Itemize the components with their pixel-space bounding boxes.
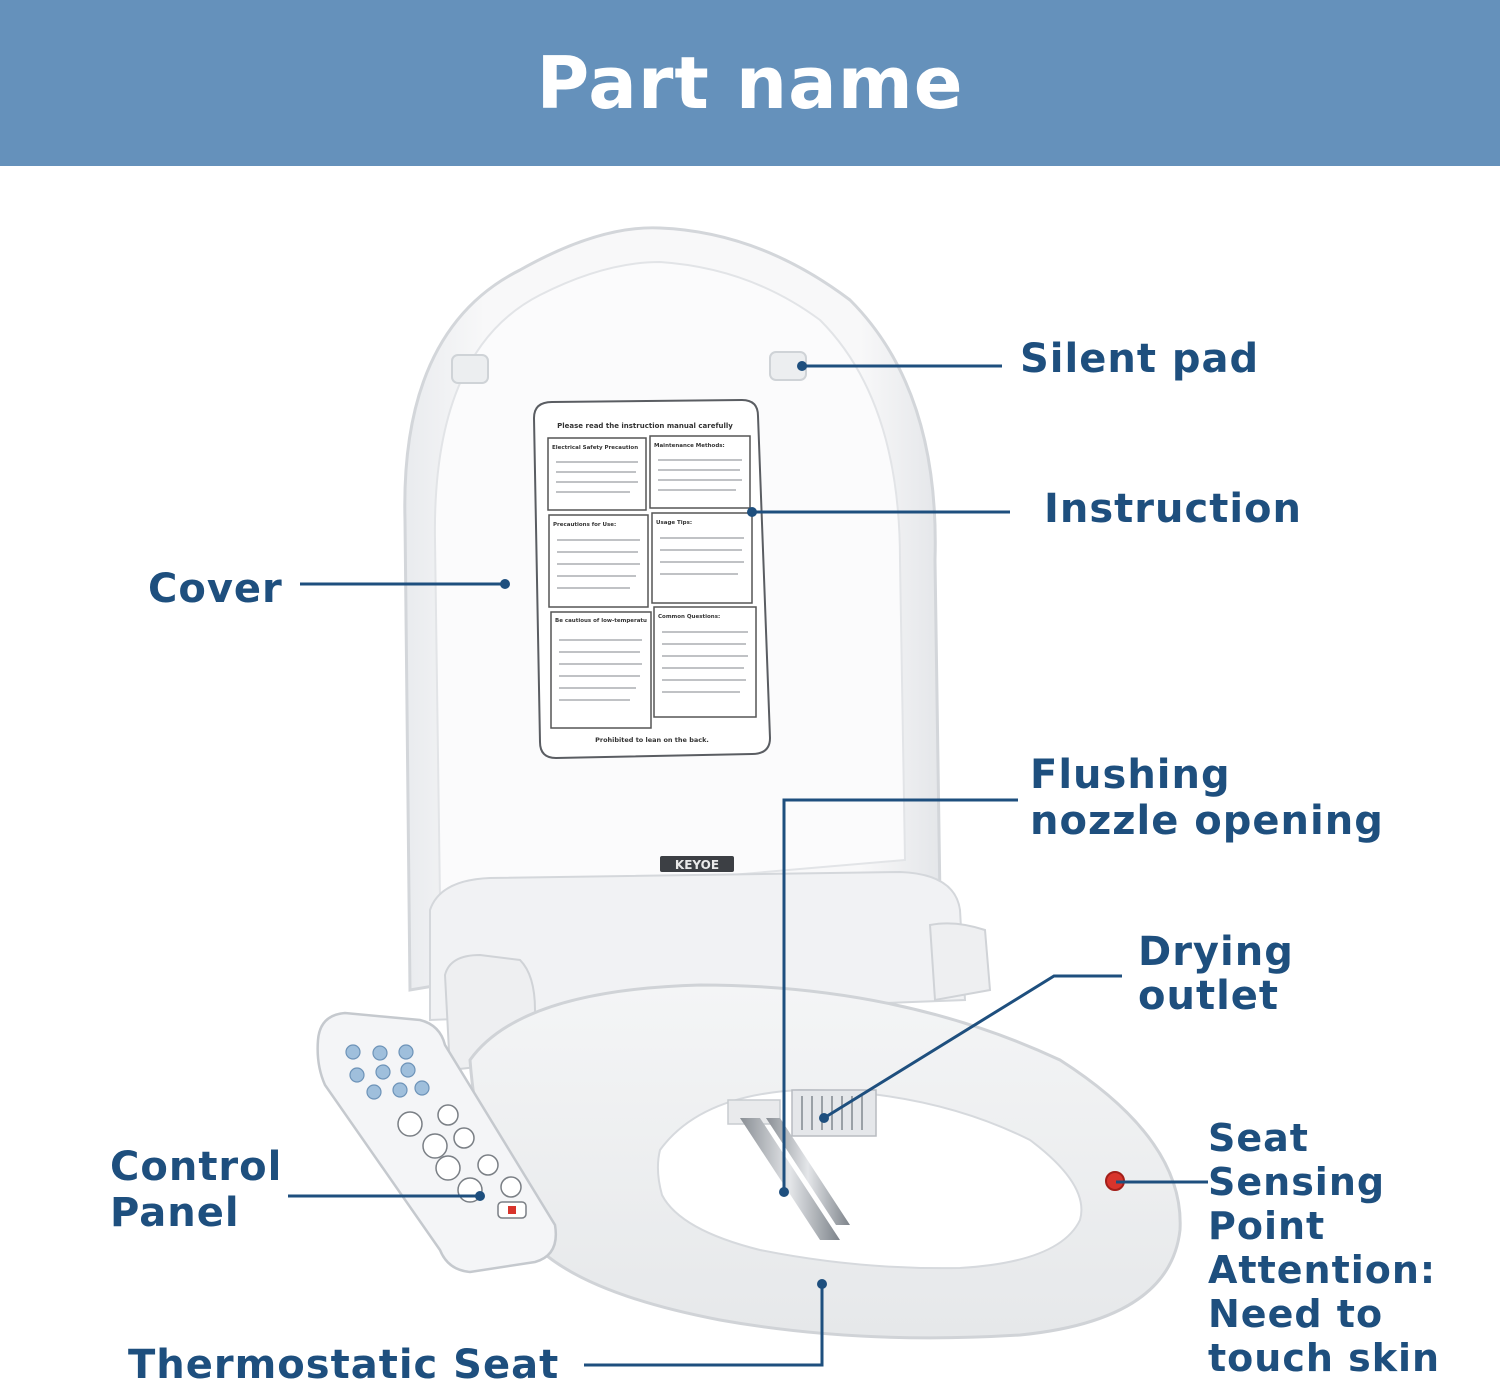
sticker-section-heading: Precautions for Use: [553,522,616,528]
sticker-section-heading: Be cautious of low-temperatu [555,618,647,624]
label-silent-pad: Silent pad [1020,336,1260,382]
brand-plate [660,856,734,872]
sticker-section-heading: Usage Tips: [656,520,692,526]
leader-thermostatic [584,1284,824,1367]
leader-lines [288,364,1208,1367]
label-thermostatic-seat: Thermostatic Seat [128,1342,560,1388]
header-banner: Part name [0,0,1500,166]
nozzle-arm-2 [766,1118,850,1225]
sticker-footer: Prohibited to lean on the back. [595,736,709,744]
leader-drying [823,974,1122,1120]
page-title: Part name [536,41,964,125]
leader-flushing [782,798,1018,1192]
label-seat-sensing-point: Seat Sensing Point Attention: Need to to… [1208,1116,1441,1380]
hinge-right [928,922,992,1002]
sticker-heading: Please read the instruction manual caref… [557,422,733,430]
silent-pad-left [451,354,489,384]
sticker-section-heading: Maintenance Methods: [654,443,725,449]
sticker-section-heading: Common Questions: [658,614,720,620]
leader-dots [475,361,829,1289]
label-drying-outlet: Drying outlet [1138,929,1294,1019]
nozzle-arm [740,1118,840,1240]
label-control-panel: Control Panel [110,1144,283,1236]
brand-plate-text: KEYOE [675,858,719,872]
label-cover: Cover [148,566,283,612]
label-instruction: Instruction [1044,486,1302,532]
label-flushing-nozzle: Flushing nozzle opening [1030,752,1384,844]
instruction-sticker: Please read the instruction manual caref… [532,398,772,760]
hinge-base [429,870,967,1022]
sticker-section-heading: Electrical Safety Precaution [552,445,638,451]
